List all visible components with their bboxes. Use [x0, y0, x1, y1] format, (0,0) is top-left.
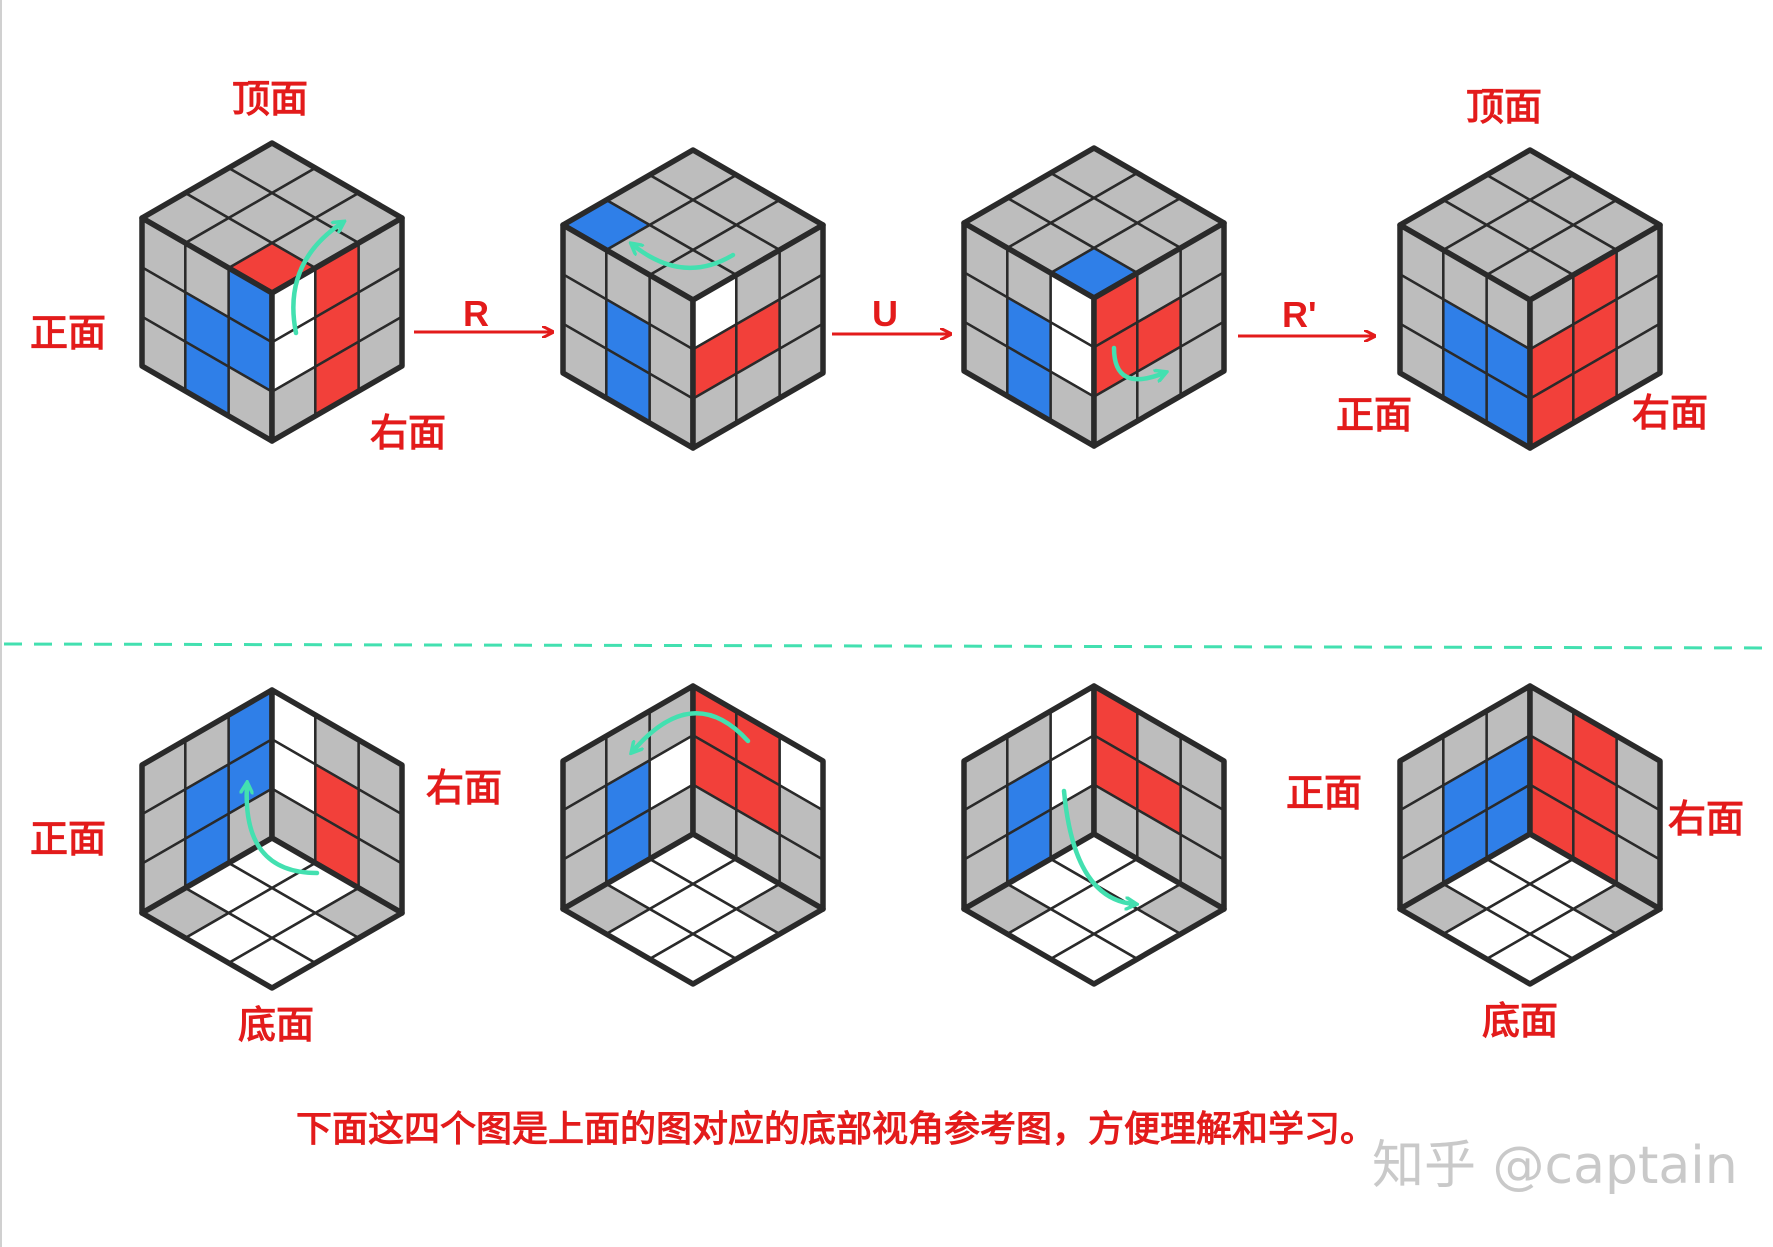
move-u-label: U	[872, 293, 898, 334]
right-face-label: 右面	[1632, 391, 1709, 435]
top-face-label: 顶面	[1466, 85, 1543, 129]
rubiks-cube-top-view	[961, 145, 1227, 449]
move-r-label: R	[463, 293, 489, 334]
turn-arrow	[291, 223, 342, 336]
bottom-face-label: 底面	[238, 1003, 315, 1047]
bottom-face	[560, 831, 826, 987]
move-r-prime-label: R'	[1282, 294, 1317, 335]
bottom-face	[1397, 831, 1663, 987]
front-face-label: 正面	[30, 817, 107, 861]
right-face-label: 右面	[426, 766, 503, 810]
section-divider	[3, 642, 1773, 650]
turn-arrow	[1061, 788, 1134, 904]
right-face	[1527, 683, 1663, 912]
cube-layer	[139, 140, 1663, 991]
face-outline	[560, 831, 826, 987]
caption-text: 下面这四个图是上面的图对应的底部视角参考图，方便理解和学习。	[296, 1109, 1377, 1150]
right-face	[1091, 220, 1227, 449]
face-outline	[1527, 222, 1663, 451]
watermark: 知乎 @captain	[1372, 1136, 1738, 1196]
front-face-label: 正面	[30, 311, 107, 355]
turn-arrow	[1111, 345, 1164, 379]
rubiks-cube-top-view	[139, 140, 405, 444]
front-face	[961, 683, 1097, 912]
rubiks-cube-bottom-view	[560, 683, 826, 987]
face-outline	[139, 835, 405, 991]
face-outline	[1397, 831, 1663, 987]
front-face-label: 正面	[1336, 393, 1413, 437]
front-face	[1397, 683, 1533, 912]
turn-arrow	[633, 245, 736, 271]
right-face	[690, 683, 826, 912]
face-outline	[690, 222, 826, 451]
turn-arrow	[247, 785, 320, 876]
right-face	[1527, 222, 1663, 451]
rubiks-cube-bottom-view	[1397, 683, 1663, 987]
top-face	[961, 145, 1227, 301]
bottom-face	[961, 831, 1227, 987]
right-face-label: 右面	[370, 411, 447, 455]
front-face-label: 正面	[1286, 771, 1363, 815]
bottom-face-label: 底面	[1482, 999, 1559, 1043]
face-outline	[1091, 220, 1227, 449]
right-face-label: 右面	[1668, 797, 1745, 841]
rubiks-cube-bottom-view	[961, 683, 1227, 987]
right-face	[690, 222, 826, 451]
overlay-layer	[3, 223, 1773, 904]
rubiks-cube-bottom-view	[139, 687, 405, 991]
right-face	[1091, 683, 1227, 912]
top-face-label: 顶面	[232, 77, 309, 121]
left-border	[0, 0, 2, 1247]
right-face	[269, 215, 405, 444]
front-face	[961, 220, 1097, 449]
rubiks-cube-top-view	[1397, 147, 1663, 451]
face-outline	[961, 831, 1227, 987]
face-outline	[269, 215, 405, 444]
rubiks-cube-top-view	[560, 147, 826, 451]
turn-arrow	[633, 711, 751, 751]
